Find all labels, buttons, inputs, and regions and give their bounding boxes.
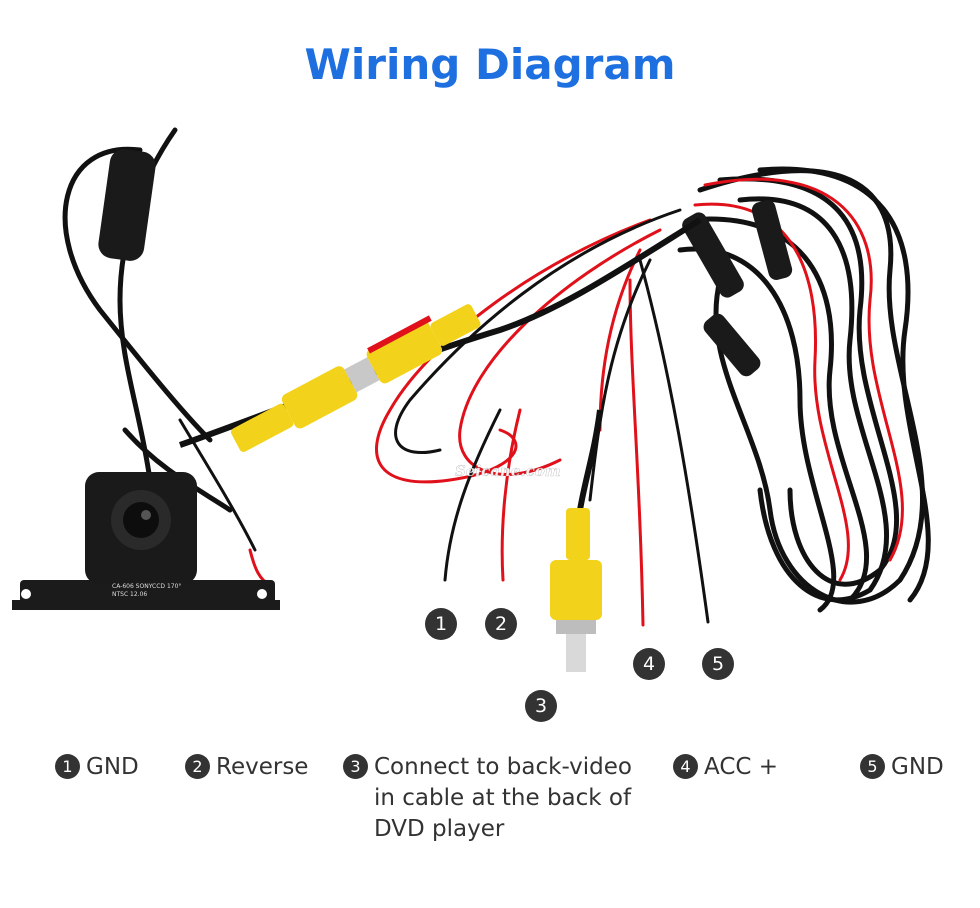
legend-text: Connect to back-video in cable at the ba… [374, 754, 632, 842]
legend-text: GND [86, 754, 139, 780]
rca-connector-inline [230, 304, 481, 452]
camera-module: CA-606 SONYCCD 170° NTSC 12.06 [12, 472, 280, 610]
black-wires [178, 208, 710, 624]
inline-connector [682, 212, 744, 298]
legend-number: 3 [343, 754, 368, 779]
legend-text: GND [891, 754, 944, 780]
camera-wiring-photo: CA-606 SONYCCD 170° NTSC 12.06 Seicane.c… [12, 127, 931, 672]
cable-coil [677, 166, 931, 613]
legend-number: 4 [673, 754, 698, 779]
svg-text:NTSC 12.06: NTSC 12.06 [112, 591, 147, 598]
legend-number: 1 [55, 754, 80, 779]
inline-connector [751, 200, 793, 280]
watermark: Seicane.com [455, 462, 561, 480]
legend-number: 5 [860, 754, 885, 779]
rca-plug-video [550, 508, 602, 672]
marker-5: 5 [702, 648, 734, 680]
diagram-title: Wiring Diagram [304, 40, 676, 89]
inline-connector [703, 313, 761, 377]
legend-number: 2 [185, 754, 210, 779]
marker-1: 1 [425, 608, 457, 640]
marker-3: 3 [525, 690, 557, 722]
legend-text: Reverse [216, 754, 309, 780]
legend-text: ACC + [704, 754, 779, 780]
marker-2: 2 [485, 608, 517, 640]
marker-4: 4 [633, 648, 665, 680]
camera-label: CA-606 SONYCCD 170° [112, 583, 181, 590]
cable-ferrite [98, 149, 156, 261]
